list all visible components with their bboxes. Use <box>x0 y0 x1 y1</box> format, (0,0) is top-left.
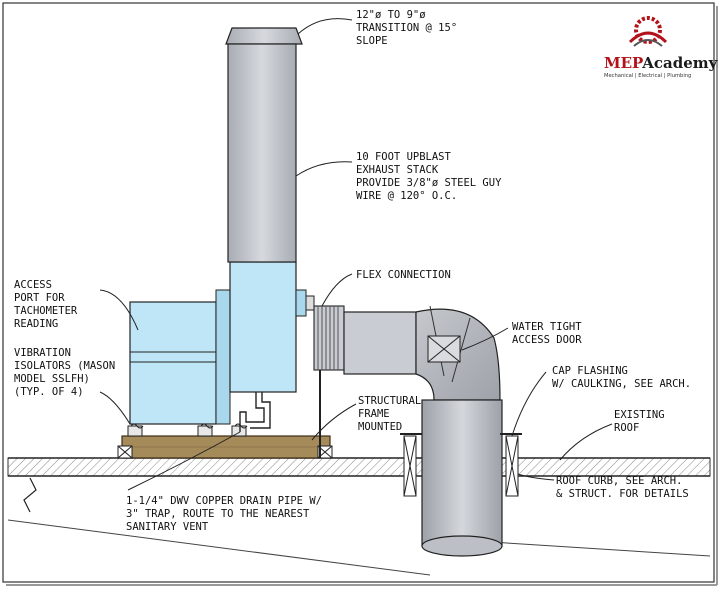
svg-text:WATER TIGHT: WATER TIGHT <box>512 321 582 333</box>
fan-unit <box>129 261 315 425</box>
svg-text:EXHAUST STACK: EXHAUST STACK <box>356 164 439 176</box>
leader-lines <box>99 18 613 491</box>
drain-pipe <box>239 392 271 432</box>
svg-text:WIRE @ 120° O.C.: WIRE @ 120° O.C. <box>356 190 457 202</box>
svg-text:Mechanical | Electrical | Plum: Mechanical | Electrical | Plumbing <box>604 73 691 79</box>
svg-text:EXISTING: EXISTING <box>614 409 665 421</box>
label-drain-pipe: 1-1/4" DWV COPPER DRAIN PIPE W/ 3" TRAP,… <box>126 495 322 533</box>
label-transition: 12"ø TO 9"ø TRANSITION @ 15° SLOPE <box>356 9 457 47</box>
structural-frame <box>117 435 333 459</box>
svg-text:SANITARY VENT: SANITARY VENT <box>126 521 209 533</box>
label-existing-roof: EXISTING ROOF <box>614 409 665 434</box>
svg-text:MEPAcademy: MEPAcademy <box>604 54 719 72</box>
svg-text:READING: READING <box>14 318 58 330</box>
svg-text:FRAME: FRAME <box>358 408 390 420</box>
svg-text:TRANSITION @ 15°: TRANSITION @ 15° <box>356 22 457 34</box>
svg-text:PROVIDE 3/8"ø STEEL GUY: PROVIDE 3/8"ø STEEL GUY <box>356 177 502 189</box>
gear-logo-icon <box>628 16 668 47</box>
drawing-border <box>2 2 715 583</box>
svg-text:STRUCTURAL: STRUCTURAL <box>358 395 421 407</box>
exhaust-stack <box>225 27 303 263</box>
label-access-door: WATER TIGHT ACCESS DOOR <box>512 321 582 346</box>
svg-text:ROOF CURB, SEE ARCH.: ROOF CURB, SEE ARCH. <box>556 475 682 487</box>
svg-text:TACHOMETER: TACHOMETER <box>14 305 78 317</box>
label-cap-flashing: CAP FLASHING W/ CAULKING, SEE ARCH. <box>552 365 691 390</box>
svg-text:10 FOOT UPBLAST: 10 FOOT UPBLAST <box>356 151 452 163</box>
svg-text:VIBRATION: VIBRATION <box>14 347 71 359</box>
label-roof-curb: ROOF CURB, SEE ARCH. & STRUCT. FOR DETAI… <box>556 475 689 500</box>
svg-text:PORT FOR: PORT FOR <box>14 292 65 304</box>
svg-text:& STRUCT. FOR DETAILS: & STRUCT. FOR DETAILS <box>556 488 689 500</box>
label-structural-frame: STRUCTURAL FRAME MOUNTED <box>358 395 421 433</box>
label-vibration-isolators: VIBRATION ISOLATORS (MASON MODEL SSLFH) … <box>14 347 115 398</box>
exhaust-duct <box>343 305 503 557</box>
svg-text:ACCESS DOOR: ACCESS DOOR <box>512 334 582 346</box>
mep-academy-logo: MEPAcademy Mechanical | Electrical | Plu… <box>604 16 719 79</box>
roof-curb <box>400 433 522 497</box>
svg-text:12"ø TO 9"ø: 12"ø TO 9"ø <box>356 9 426 21</box>
svg-text:1-1/4" DWV COPPER DRAIN PIPE W: 1-1/4" DWV COPPER DRAIN PIPE W/ <box>126 495 322 507</box>
svg-text:ISOLATORS (MASON: ISOLATORS (MASON <box>14 360 115 372</box>
svg-text:ROOF: ROOF <box>614 422 639 434</box>
flex-connection <box>313 305 345 458</box>
svg-text:3" TRAP, ROUTE TO THE NEAREST: 3" TRAP, ROUTE TO THE NEAREST <box>126 508 310 520</box>
svg-text:(TYP. OF 4): (TYP. OF 4) <box>14 386 84 398</box>
label-exhaust-stack: 10 FOOT UPBLAST EXHAUST STACK PROVIDE 3/… <box>356 151 502 202</box>
label-access-port: ACCESS PORT FOR TACHOMETER READING <box>14 279 78 330</box>
svg-text:MOUNTED: MOUNTED <box>358 421 402 433</box>
svg-text:CAP FLASHING: CAP FLASHING <box>552 365 628 377</box>
svg-text:FLEX CONNECTION: FLEX CONNECTION <box>356 269 451 281</box>
svg-text:MODEL SSLFH): MODEL SSLFH) <box>14 373 90 385</box>
svg-text:ACCESS: ACCESS <box>14 279 52 291</box>
svg-text:W/ CAULKING, SEE ARCH.: W/ CAULKING, SEE ARCH. <box>552 378 691 390</box>
label-flex-connection: FLEX CONNECTION <box>356 269 451 281</box>
svg-text:SLOPE: SLOPE <box>356 35 388 47</box>
